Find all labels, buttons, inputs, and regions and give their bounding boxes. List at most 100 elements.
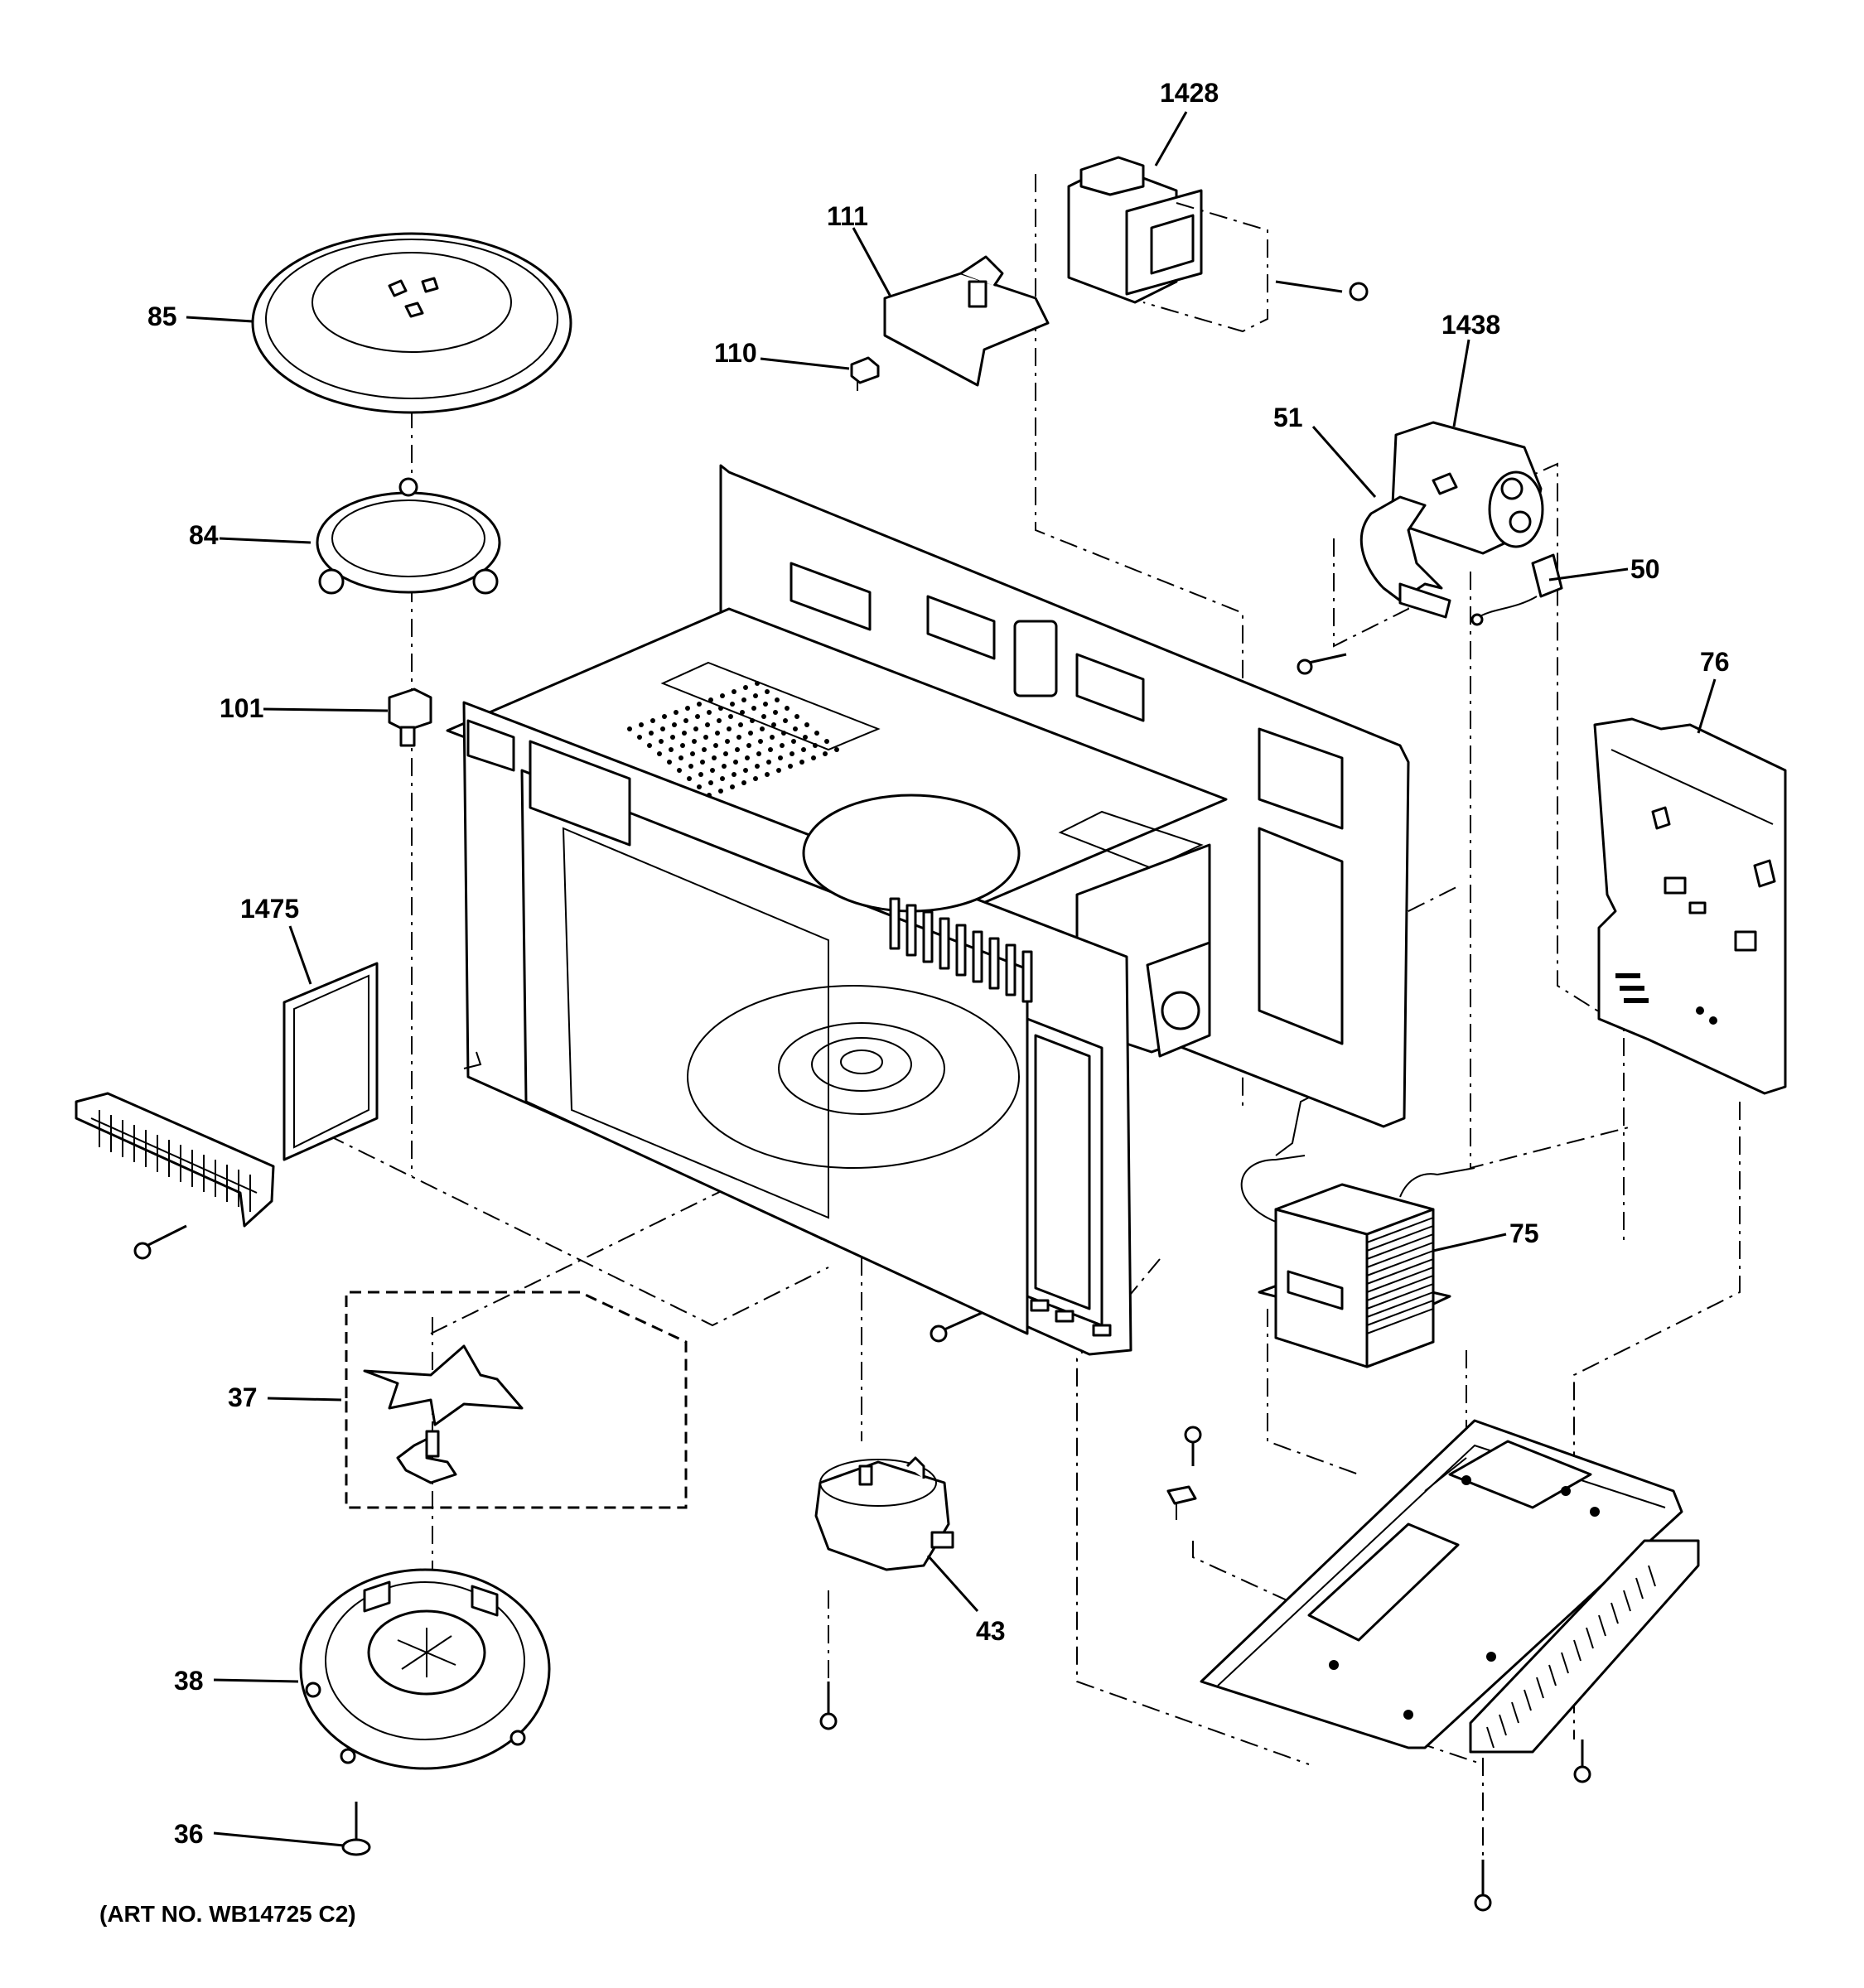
perforation-hole — [758, 739, 763, 744]
perforation-hole — [690, 751, 695, 756]
perforation-hole — [740, 710, 745, 715]
perforation-hole — [803, 735, 808, 740]
perforation-hole — [660, 726, 665, 731]
perforation-hole — [627, 726, 632, 731]
callout-50: 50 — [1630, 554, 1660, 584]
capacitor-bracket — [1297, 495, 1451, 675]
lamination-line — [1366, 1267, 1434, 1293]
trim-slot — [1586, 1627, 1594, 1649]
perforation-hole — [793, 726, 798, 731]
perforation-hole — [768, 747, 773, 752]
perforation-hole — [703, 735, 708, 740]
screw-base-bottom — [1474, 1860, 1492, 1912]
trim-slot — [1561, 1652, 1569, 1674]
callout-84: 84 — [189, 520, 219, 550]
callout-labels: 1428 111 85 110 1438 51 50 84 76 101 147… — [147, 78, 1730, 1849]
frame-vent-slot — [939, 917, 950, 970]
perforation-hole — [791, 739, 796, 744]
screw-chassis — [930, 1311, 983, 1343]
perforation-hole — [753, 693, 758, 698]
perforation-hole — [783, 718, 788, 723]
trim-slot — [1524, 1689, 1532, 1711]
perforation-hole — [649, 731, 654, 736]
perforation-hole — [755, 681, 760, 686]
perforation-hole — [741, 780, 746, 785]
perforation-hole — [756, 751, 761, 756]
perforation-hole — [780, 743, 785, 748]
perforation-hole — [647, 743, 652, 748]
perforation-hole — [743, 768, 748, 773]
perforation-hole — [680, 743, 685, 748]
perforation-hole — [693, 726, 698, 731]
perforation-hole — [735, 747, 740, 752]
perforation-hole — [775, 697, 780, 702]
screw-grille — [133, 1224, 187, 1260]
perforation-hole — [771, 722, 776, 727]
callout-36: 36 — [174, 1819, 204, 1849]
turntable-motor — [814, 1456, 954, 1730]
perforation-hole — [794, 714, 799, 719]
perforation-hole — [662, 714, 667, 719]
lamination-line — [1366, 1283, 1434, 1310]
perforation-hole — [708, 780, 713, 785]
perforation-hole — [659, 739, 664, 744]
perforation-hole — [722, 764, 727, 769]
callout-110: 110 — [714, 338, 757, 368]
callout-101: 101 — [220, 693, 263, 723]
lamination-line — [1366, 1300, 1434, 1326]
frame-vent-slot — [889, 897, 901, 950]
perforation-hole — [707, 710, 712, 715]
perforation-hole — [697, 702, 702, 707]
perforation-hole — [713, 743, 718, 748]
lamination-line — [1366, 1291, 1434, 1318]
turntable-coupler — [388, 688, 432, 747]
transformer — [1240, 1097, 1475, 1368]
perforation-hole — [773, 710, 778, 715]
perforation-hole — [730, 784, 735, 789]
perforation-hole — [674, 710, 678, 715]
callout-38: 38 — [174, 1666, 204, 1696]
fan-screw — [341, 1802, 371, 1856]
perforation-hole — [746, 743, 751, 748]
perforation-hole — [695, 714, 700, 719]
perforation-hole — [732, 772, 736, 777]
perforation-hole — [672, 722, 677, 727]
frame-vent-slot — [972, 930, 983, 983]
perforation-hole — [799, 760, 804, 765]
perforation-hole — [824, 739, 829, 744]
turntable-tray — [251, 232, 572, 414]
perforation-hole — [685, 706, 690, 711]
perforation-hole — [743, 685, 748, 690]
perforation-hole — [720, 693, 725, 698]
magnetron — [1067, 156, 1369, 333]
trim-slot — [1573, 1639, 1582, 1662]
perforation-hole — [692, 739, 697, 744]
perforation-hole — [801, 747, 806, 752]
perforation-hole — [750, 718, 755, 723]
perforation-hole — [776, 768, 781, 773]
perforation-hole — [763, 702, 768, 707]
perforation-hole — [687, 776, 692, 781]
perforation-hole — [718, 789, 723, 794]
trim-slot — [1598, 1614, 1606, 1637]
lamination-line — [1366, 1250, 1434, 1276]
callout-76: 76 — [1700, 647, 1730, 677]
callout-85: 85 — [147, 302, 177, 331]
perforation-hole — [677, 768, 682, 773]
thermal-fuse — [850, 356, 880, 391]
trim-slot — [1548, 1664, 1557, 1686]
perforation-hole — [698, 772, 703, 777]
oven-cavity-chassis — [446, 464, 1410, 1356]
callout-111: 111 — [827, 201, 868, 231]
trim-slot — [1486, 1726, 1495, 1749]
callout-1475: 1475 — [240, 894, 299, 924]
frame-vent-slot — [1005, 943, 1017, 996]
perforation-hole — [650, 718, 655, 723]
perforation-hole — [678, 755, 683, 760]
trim-slot — [1623, 1590, 1631, 1612]
perforation-hole — [723, 751, 728, 756]
capacitor — [1390, 421, 1544, 555]
perforation-hole — [639, 722, 644, 727]
front-trim-strip — [1469, 1539, 1700, 1754]
